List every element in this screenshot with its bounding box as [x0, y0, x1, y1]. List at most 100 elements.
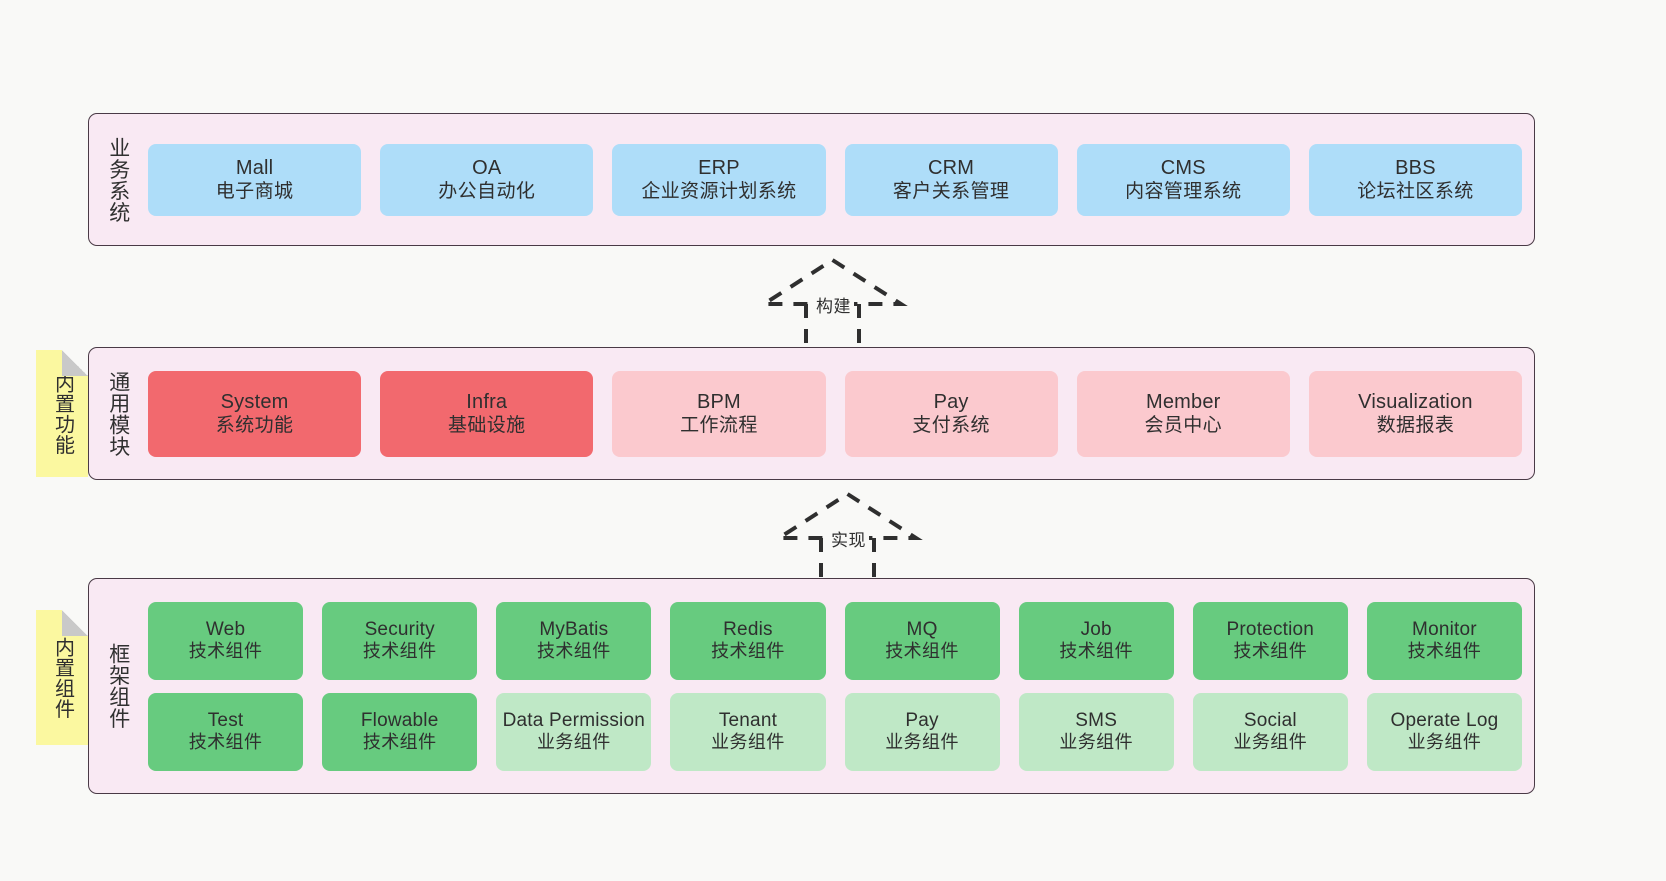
card-title-cn: 技术组件	[1059, 641, 1133, 662]
card-tenant[interactable]: Tenant 业务组件	[670, 692, 826, 771]
connector-label-implement: 实现	[828, 526, 869, 551]
card-sms[interactable]: SMS 业务组件	[1018, 692, 1174, 771]
card-title-cn: 业务组件	[711, 732, 785, 753]
card-row: System 系统功能 Infra 基础设施 BPM 工作流程 Pay 支付系统…	[148, 370, 1523, 457]
card-title-en: Pay	[905, 709, 939, 731]
card-title-cn: 企业资源计划系统	[641, 181, 797, 203]
card-infra[interactable]: Infra 基础设施	[380, 370, 594, 457]
card-title-cn: 内容管理系统	[1125, 181, 1242, 203]
card-mq[interactable]: MQ 技术组件	[844, 601, 1000, 680]
card-mybatis[interactable]: MyBatis 技术组件	[496, 601, 652, 680]
layer-title-business-system: 业务系统	[106, 136, 130, 223]
card-title-cn: 业务组件	[1059, 732, 1133, 753]
card-title-en: Visualization	[1358, 390, 1473, 413]
card-title-en: ERP	[698, 156, 740, 179]
card-title-en: SMS	[1075, 709, 1118, 731]
card-row: Web 技术组件 Security 技术组件 MyBatis 技术组件 Redi…	[148, 601, 1522, 680]
layer-framework-components: 框架组件 Web 技术组件 Security 技术组件 MyBatis 技术组件…	[88, 578, 1535, 794]
card-title-cn: 技术组件	[362, 641, 437, 662]
card-title-en: System	[220, 390, 289, 413]
card-cms[interactable]: CMS 内容管理系统	[1076, 143, 1290, 216]
card-title-en: Test	[207, 709, 244, 731]
card-erp[interactable]: ERP 企业资源计划系统	[612, 143, 826, 216]
card-title-cn: 技术组件	[188, 641, 263, 662]
card-monitor[interactable]: Monitor 技术组件	[1366, 601, 1522, 680]
layer-title-common-modules: 通用模块	[106, 370, 130, 457]
card-title-en: Protection	[1226, 618, 1315, 640]
sticky-note-built-in-functions: 内置功能	[36, 350, 88, 477]
card-title-en: BBS	[1395, 156, 1436, 179]
card-title-cn: 系统功能	[215, 415, 294, 437]
card-job[interactable]: Job 技术组件	[1018, 601, 1174, 680]
card-title-en: Social	[1243, 709, 1297, 731]
card-title-en: CRM	[928, 156, 975, 179]
card-title-en: Job	[1080, 618, 1112, 640]
card-mall[interactable]: Mall 电子商城	[148, 143, 362, 216]
card-title-cn: 技术组件	[188, 732, 263, 753]
card-title-en: Tenant	[718, 709, 778, 731]
card-title-en: Data Permission	[502, 709, 645, 731]
connector-label-build: 构建	[813, 292, 854, 317]
card-social[interactable]: Social 业务组件	[1192, 692, 1348, 771]
card-title-en: Monitor	[1412, 618, 1477, 640]
card-title-en: Infra	[466, 390, 508, 413]
card-title-cn: 业务组件	[537, 732, 611, 753]
card-bpm[interactable]: BPM 工作流程	[612, 370, 826, 457]
card-title-en: OA	[472, 156, 502, 179]
card-title-cn: 技术组件	[885, 641, 959, 662]
card-title-cn: 技术组件	[1407, 641, 1482, 662]
card-pay-module[interactable]: Pay 支付系统	[844, 370, 1058, 457]
card-operate-log[interactable]: Operate Log 业务组件	[1366, 692, 1522, 771]
card-pay-component[interactable]: Pay 业务组件	[844, 692, 1000, 771]
card-title-en: Mall	[235, 156, 274, 179]
card-bbs[interactable]: BBS 论坛社区系统	[1308, 143, 1523, 216]
card-member[interactable]: Member 会员中心	[1076, 370, 1290, 457]
card-title-cn: 客户关系管理	[892, 181, 1010, 203]
card-title-en: Flowable	[360, 709, 439, 731]
card-redis[interactable]: Redis 技术组件	[670, 601, 826, 680]
card-flowable[interactable]: Flowable 技术组件	[322, 692, 478, 771]
sticky-note-built-in-components: 内置组件	[36, 610, 88, 745]
layer-body-framework-components: Web 技术组件 Security 技术组件 MyBatis 技术组件 Redi…	[137, 589, 1522, 783]
card-title-cn: 技术组件	[711, 641, 785, 662]
card-title-en: Web	[205, 618, 246, 640]
card-title-cn: 会员中心	[1144, 415, 1223, 437]
card-title-cn: 业务组件	[1233, 732, 1308, 753]
card-title-cn: 技术组件	[537, 641, 611, 662]
card-title-cn: 论坛社区系统	[1357, 181, 1474, 203]
card-title-en: Redis	[723, 618, 773, 640]
card-title-en: Security	[364, 618, 435, 640]
card-visualization[interactable]: Visualization 数据报表	[1308, 370, 1523, 457]
card-title-cn: 工作流程	[680, 415, 758, 437]
card-title-en: MyBatis	[539, 618, 609, 640]
card-title-en: MQ	[906, 618, 938, 640]
card-title-cn: 技术组件	[1233, 641, 1308, 662]
card-title-cn: 支付系统	[912, 415, 990, 437]
card-title-en: BPM	[696, 390, 741, 413]
card-crm[interactable]: CRM 客户关系管理	[844, 143, 1058, 216]
layer-body-business-system: Mall 电子商城 OA 办公自动化 ERP 企业资源计划系统 CRM 客户关系…	[137, 124, 1523, 235]
card-system[interactable]: System 系统功能	[148, 370, 362, 457]
card-protection[interactable]: Protection 技术组件	[1192, 601, 1348, 680]
card-row: Mall 电子商城 OA 办公自动化 ERP 企业资源计划系统 CRM 客户关系…	[148, 143, 1523, 216]
layer-business-system: 业务系统 Mall 电子商城 OA 办公自动化 ERP 企业资源计划系统 CRM…	[88, 113, 1535, 246]
layer-common-modules: 通用模块 System 系统功能 Infra 基础设施 BPM 工作流程 Pay…	[88, 347, 1535, 480]
card-test[interactable]: Test 技术组件	[148, 692, 304, 771]
card-title-cn: 业务组件	[1407, 732, 1482, 753]
card-title-en: Member	[1145, 390, 1221, 413]
card-title-cn: 办公自动化	[438, 181, 536, 203]
card-row: Test 技术组件 Flowable 技术组件 Data Permission …	[148, 692, 1522, 771]
card-title-cn: 基础设施	[447, 415, 526, 437]
card-security[interactable]: Security 技术组件	[322, 601, 478, 680]
card-title-cn: 技术组件	[362, 732, 437, 753]
card-data-permission[interactable]: Data Permission 业务组件	[496, 692, 652, 771]
card-title-cn: 数据报表	[1376, 415, 1455, 437]
card-oa[interactable]: OA 办公自动化	[380, 143, 594, 216]
card-web[interactable]: Web 技术组件	[148, 601, 304, 680]
card-title-en: Pay	[933, 390, 969, 413]
layer-body-common-modules: System 系统功能 Infra 基础设施 BPM 工作流程 Pay 支付系统…	[137, 358, 1523, 469]
card-title-cn: 业务组件	[885, 732, 959, 753]
card-title-en: CMS	[1160, 156, 1206, 179]
layer-title-framework-components: 框架组件	[106, 643, 130, 729]
card-title-en: Operate Log	[1390, 709, 1499, 731]
